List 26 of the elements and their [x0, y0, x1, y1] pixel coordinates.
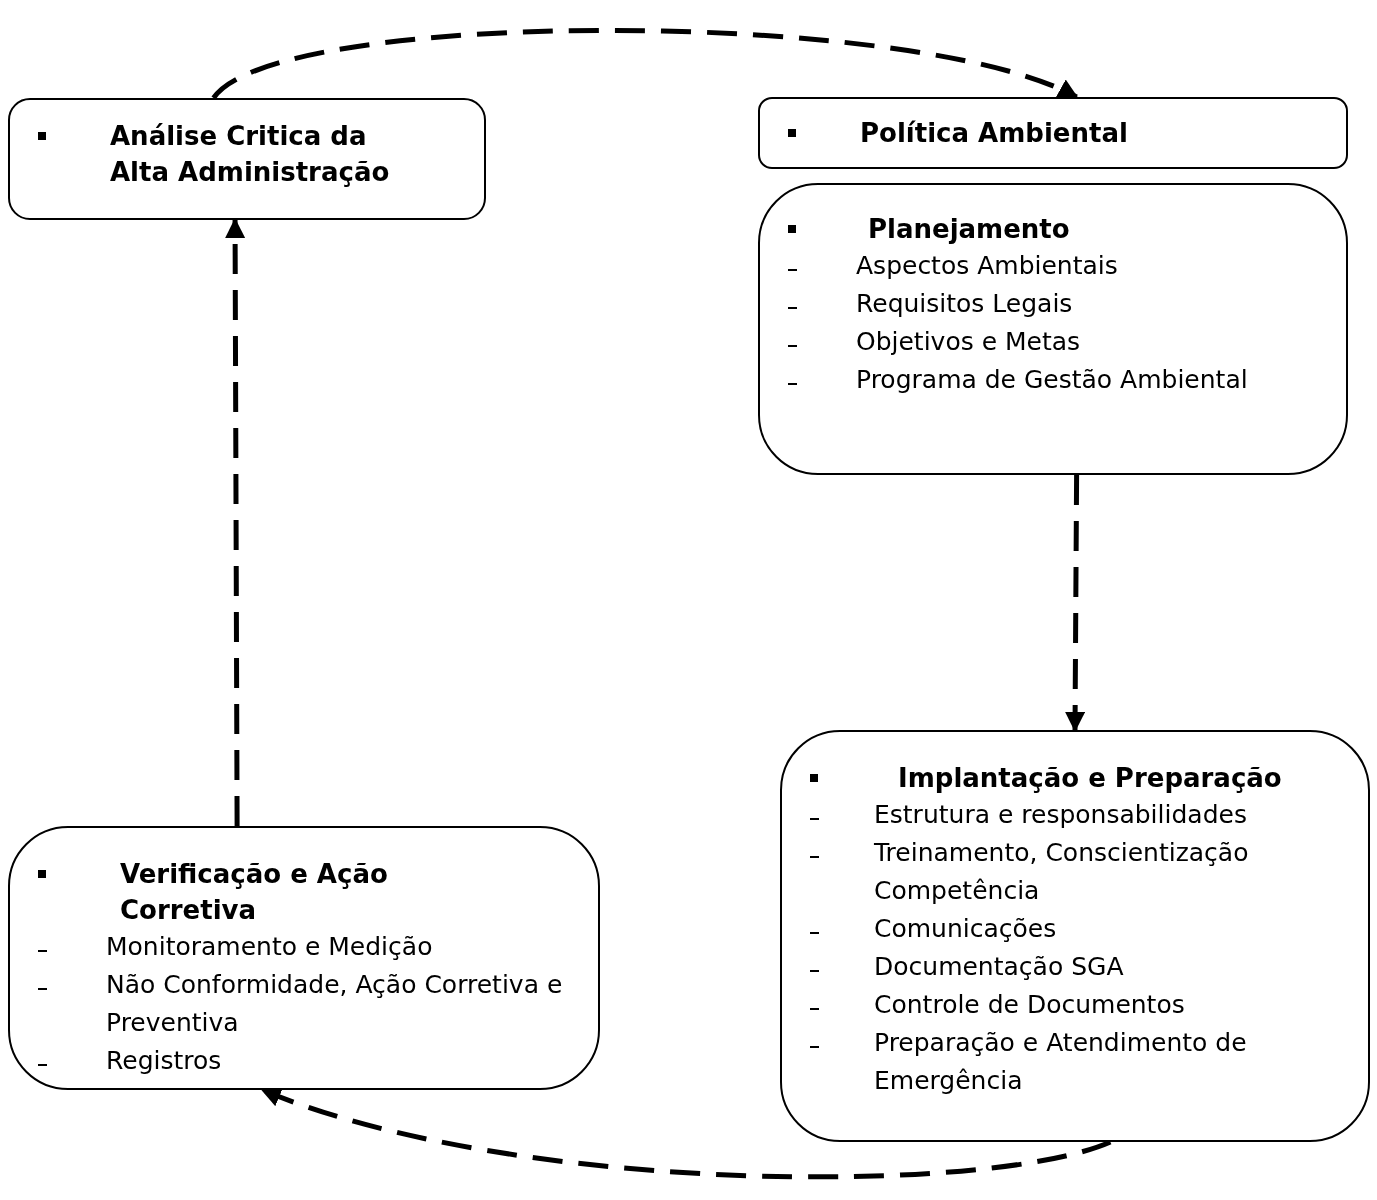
- list-item: Documentação SGA: [874, 951, 1125, 983]
- dashed-arrow: [1065, 475, 1086, 732]
- process-box: [758, 183, 1348, 475]
- box-heading: Planejamento: [868, 213, 1071, 246]
- list-item: Estrutura e responsabilidades: [874, 799, 1248, 831]
- process-box: [8, 98, 486, 220]
- process-box: [8, 826, 600, 1090]
- box-heading: Verificação e Ação Corretiva: [120, 858, 389, 927]
- dashed-arrow: [225, 218, 246, 826]
- process-box: [758, 97, 1348, 169]
- list-item: Programa de Gestão Ambiental: [856, 364, 1249, 396]
- dashed-arrow: [212, 27, 1079, 100]
- list-item: Controle de Documentos: [874, 989, 1186, 1021]
- box-heading: Análise Critica da Alta Administração: [110, 120, 391, 189]
- list-item: Objetivos e Metas: [856, 326, 1082, 358]
- list-item: Não Conformidade, Ação Corretiva e Preventiva: [106, 969, 564, 1039]
- list-item: Requisitos Legais: [856, 288, 1074, 320]
- list-item: Monitoramento e Medição: [106, 931, 434, 963]
- list-item: Registros: [106, 1045, 223, 1077]
- list-item: Preparação e Atendimento de Emergência: [874, 1027, 1248, 1097]
- list-item: Aspectos Ambientais: [856, 250, 1119, 282]
- box-heading: Política Ambiental: [860, 117, 1129, 150]
- box-heading: Implantação e Preparação: [898, 762, 1283, 795]
- process-box: [780, 730, 1370, 1142]
- list-item: Treinamento, Conscientização Competência: [874, 837, 1250, 907]
- list-item: Comunicações: [874, 913, 1058, 945]
